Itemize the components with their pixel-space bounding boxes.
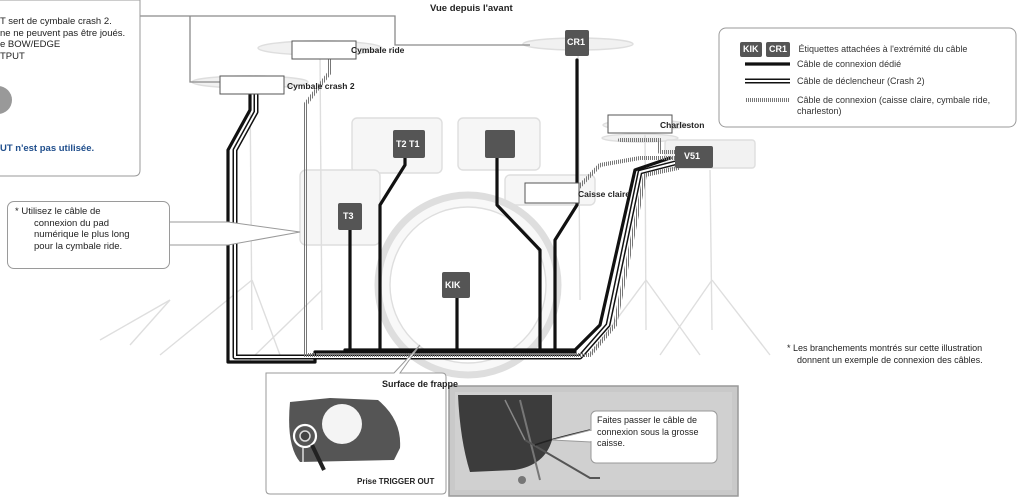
cables [226,58,680,364]
top-title: Vue depuis l'avant [430,3,513,14]
crash2-note-line-4: TPUT [0,50,25,62]
bottom-note-line-2: donnent un exemple de connexion des câbl… [797,354,983,365]
tag-v51-box [675,146,713,168]
cable-tags [338,30,713,298]
tag-kik: KIK [445,280,461,290]
crash2-note-line-1: T sert de cymbale crash 2. [0,16,112,27]
label-surface-de-frappe: Surface de frappe [382,379,459,389]
crash2-note-line-3: e BOW/EDGE [0,39,61,50]
photo-panel [448,385,739,497]
crash2-note-emphasis: UT n'est pas utilisée. [0,143,95,154]
legend-dedicated-label: Câble de connexion dédié [797,59,902,69]
legend-trigger-label: Câble de déclencheur (Crash 2) [797,76,925,86]
label-box-snare [524,182,580,204]
tag-cr1: CR1 [567,37,586,47]
tag-t2t1-box [393,130,425,158]
label-box-ride [291,40,357,60]
legend-tags-label: Étiquettes attachées à l'extrémité du câ… [798,44,968,54]
pad-icon [0,86,12,114]
ride-note-line-1: * Utilisez le câble de [15,206,101,217]
photo-callout-line-2: connexion sous la grosse [597,426,699,437]
label-charleston: Charleston [660,120,705,130]
label-box-crash2 [219,75,285,95]
photo-callout-line-1: Faites passer le câble de [597,415,698,425]
bottom-note: * Les branchements montrés sur cette ill… [787,343,1017,366]
crash2-note: T sert de cymbale crash 2. ne ne peuvent… [0,16,138,62]
legend-connection-line-1: Câble de connexion (caisse claire, cymba… [797,95,991,105]
legend-connection-line-2: charleston) [797,106,842,116]
tag-t3: T3 [343,211,354,221]
crash2-note-frame [0,0,141,177]
bass-drum-detail [265,344,447,495]
label-box-charleston [607,114,673,134]
label-boxes [219,40,673,204]
connector-lines [140,15,530,83]
ride-note-pointer [168,221,301,246]
label-cymbale-crash2: Cymbale crash 2 [287,81,355,91]
tag-kik-box [442,272,470,298]
legend: KIK CR1 Étiquettes attachées à l'extrémi… [740,40,1010,124]
tag-v51: V51 [684,151,701,161]
ride-note-line-3: numérique le plus long [34,229,130,240]
tag-cr1-box [565,30,589,56]
legend-chip-cr1: CR1 [766,42,791,57]
label-caisse-claire: Caisse claire [578,189,630,199]
legend-tags-row: KIK CR1 Étiquettes attachées à l'extrémi… [740,42,967,57]
label-prise-trigger-out: Prise TRIGGER OUT [357,477,435,486]
photo-callout: Faites passer le câble de connexion sous… [597,415,715,450]
legend-chip-kik: KIK [740,42,762,57]
tag-t3-box [338,203,362,230]
legend-swatches [745,62,790,102]
trigger-out-jack [292,423,318,449]
label-cymbale-ride: Cymbale ride [351,45,405,55]
ride-note-line-2: connexion du pad [34,217,110,229]
bottom-note-line-1: * Les branchements montrés sur cette ill… [787,343,983,353]
photo-callout-line-3: caisse. [597,438,626,448]
crash2-note-line-2: ne ne peuvent pas être joués. [0,27,126,39]
drum-kit-background [99,37,771,379]
connection-cables [303,58,680,357]
ride-note-box [7,201,170,269]
ride-note-text: * Utilisez le câble de connexion du pad … [15,206,165,252]
tag-blank-box [485,130,515,158]
ride-note-line-4: pour la cymbale ride. [34,240,123,252]
legend-box [718,27,1017,128]
tag-t2t1: T2 T1 [396,139,420,149]
